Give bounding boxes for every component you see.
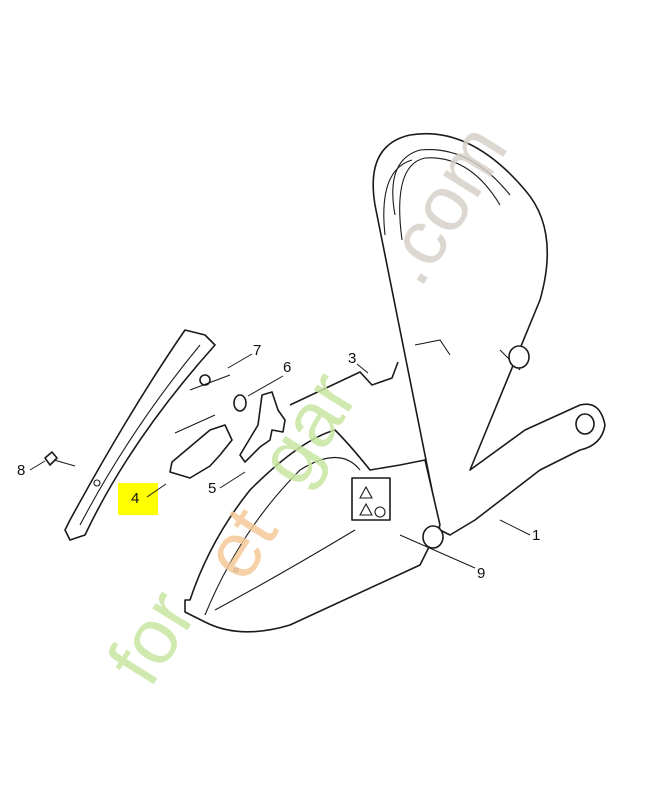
housing-part-9 bbox=[184, 429, 444, 633]
rod-part-3 bbox=[289, 361, 399, 406]
highlight-box-part-4 bbox=[118, 483, 158, 515]
pawl-part-4 bbox=[169, 424, 233, 479]
screw-part-8 bbox=[44, 451, 76, 467]
lever-part-5 bbox=[239, 391, 286, 463]
callout-7: 7 bbox=[253, 342, 262, 359]
spring-part-6 bbox=[233, 394, 247, 412]
leader-lines bbox=[29, 353, 531, 569]
hand-guard bbox=[64, 329, 231, 541]
callout-1: 1 bbox=[532, 527, 541, 544]
callout-9: 9 bbox=[477, 565, 486, 582]
callout-4: 4 bbox=[131, 490, 140, 507]
front-handle-part-1 bbox=[372, 132, 606, 536]
callout-6: 6 bbox=[283, 359, 292, 376]
callout-8: 8 bbox=[17, 462, 26, 479]
callout-3: 3 bbox=[348, 350, 357, 367]
callout-5: 5 bbox=[208, 480, 217, 497]
